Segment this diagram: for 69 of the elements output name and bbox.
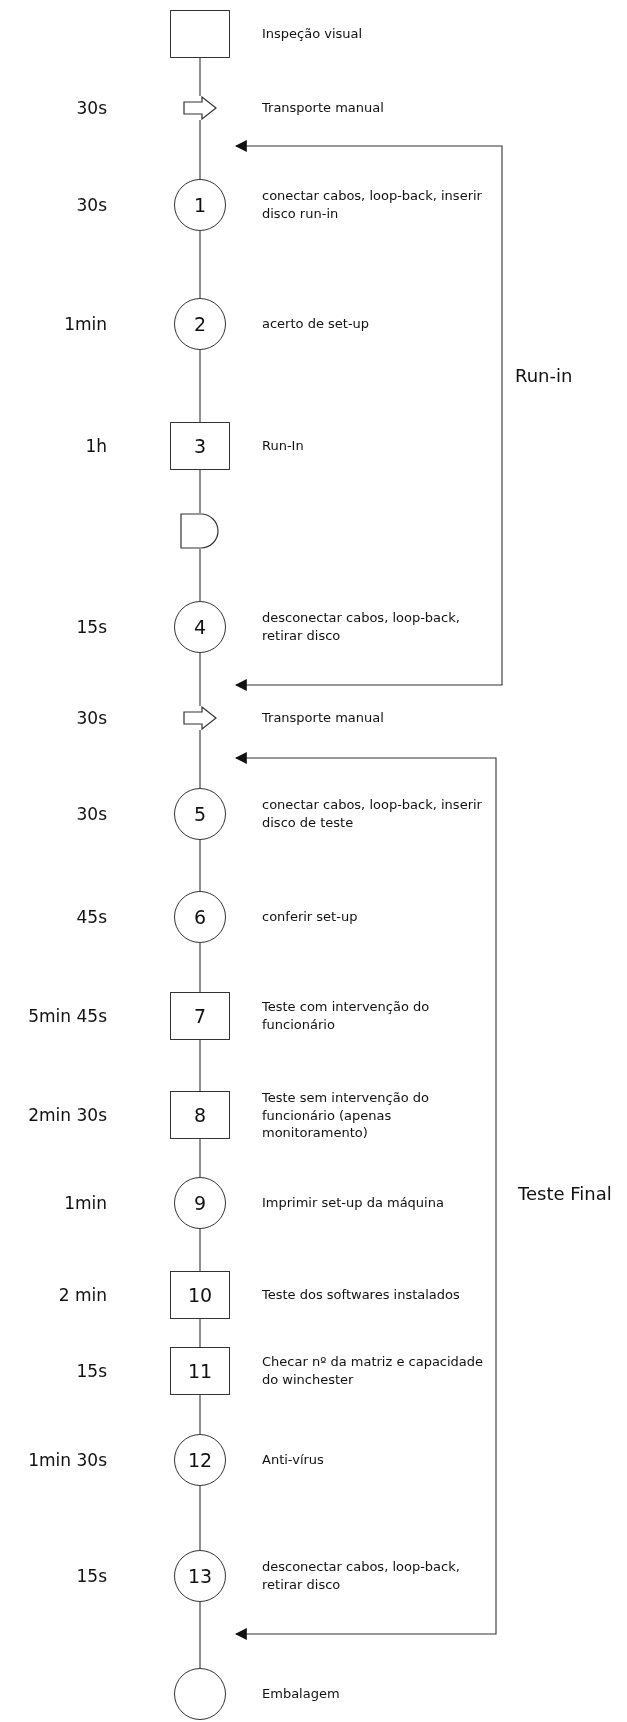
duration-label: 1h (85, 436, 107, 456)
step-description: desconectar cabos, loop-back, retirar disco (262, 1558, 461, 1594)
duration-label: 45s (76, 907, 107, 927)
operation-circle: 13 (174, 1550, 226, 1602)
step-description: conferir set-up (262, 908, 359, 926)
step-description: Teste dos softwares instalados (262, 1286, 461, 1304)
connector-line (199, 729, 201, 789)
operation-circle (174, 1668, 226, 1720)
duration-label: 15s (76, 1566, 107, 1586)
duration-label: 30s (76, 708, 107, 728)
duration-label: 15s (76, 617, 107, 637)
inspection-box: 8 (170, 1091, 230, 1139)
duration-label: 1min 30s (28, 1450, 107, 1470)
operation-circle: 12 (174, 1434, 226, 1486)
connector-line (199, 1039, 201, 1092)
step-description: Imprimir set-up da máquina (262, 1194, 445, 1212)
duration-label: 1min (64, 314, 107, 334)
operation-circle: 5 (174, 788, 226, 840)
stage-label: Run-in (515, 364, 573, 386)
delay-shape (180, 513, 220, 549)
inspection-box: 7 (170, 992, 230, 1040)
step-description: Run-In (262, 437, 305, 455)
connector-line (199, 119, 201, 180)
duration-label: 2min 30s (28, 1105, 107, 1125)
connector-line (199, 1228, 201, 1272)
duration-label: 15s (76, 1361, 107, 1381)
connector-line (199, 652, 201, 707)
duration-label: 30s (76, 98, 107, 118)
operation-circle: 4 (174, 601, 226, 653)
operation-circle: 9 (174, 1177, 226, 1229)
inspection-box: 3 (170, 422, 230, 470)
transport-arrow-shape (183, 96, 217, 120)
duration-label: 30s (76, 804, 107, 824)
connector-line (199, 469, 201, 514)
connector-line (199, 1601, 201, 1669)
step-description: Transporte manual (262, 709, 385, 727)
connector-line (199, 942, 201, 993)
connector-line (199, 1485, 201, 1551)
duration-label: 5min 45s (28, 1006, 107, 1026)
step-description: desconectar cabos, loop-back, retirar disco (262, 609, 461, 645)
transport-arrow-shape (183, 706, 217, 730)
inspection-box (170, 10, 230, 58)
stage-label: Teste Final (518, 1182, 612, 1204)
connector-line (199, 230, 201, 299)
step-description: Inspeção visual (262, 25, 364, 43)
duration-label: 1min (64, 1193, 107, 1213)
connector-line (199, 548, 201, 602)
inspection-box: 11 (170, 1347, 230, 1395)
step-description: acerto de set-up (262, 315, 371, 333)
connector-line (199, 349, 201, 423)
step-description: Teste sem intervenção do funcionário (apenas monitoramento) (262, 1088, 430, 1142)
connector-line (199, 839, 201, 892)
connector-line (199, 1394, 201, 1435)
step-description: Anti-vírus (262, 1451, 325, 1469)
operation-circle: 6 (174, 891, 226, 943)
connector-line (199, 1318, 201, 1348)
step-description: conectar cabos, loop-back, inserir disco run-in (262, 187, 483, 223)
operation-circle: 2 (174, 298, 226, 350)
operation-circle: 1 (174, 179, 226, 231)
step-description: Embalagem (262, 1685, 341, 1703)
connector-line (199, 1138, 201, 1178)
inspection-box: 10 (170, 1271, 230, 1319)
step-description: conectar cabos, loop-back, inserir disco de teste (262, 796, 483, 832)
duration-label: 30s (76, 195, 107, 215)
duration-label: 2 min (58, 1285, 107, 1305)
connector-line (199, 57, 201, 97)
step-description: Checar nº da matriz e capacidade do winchester (262, 1353, 485, 1389)
step-description: Transporte manual (262, 99, 385, 117)
step-description: Teste com intervenção do funcionário (262, 998, 431, 1034)
